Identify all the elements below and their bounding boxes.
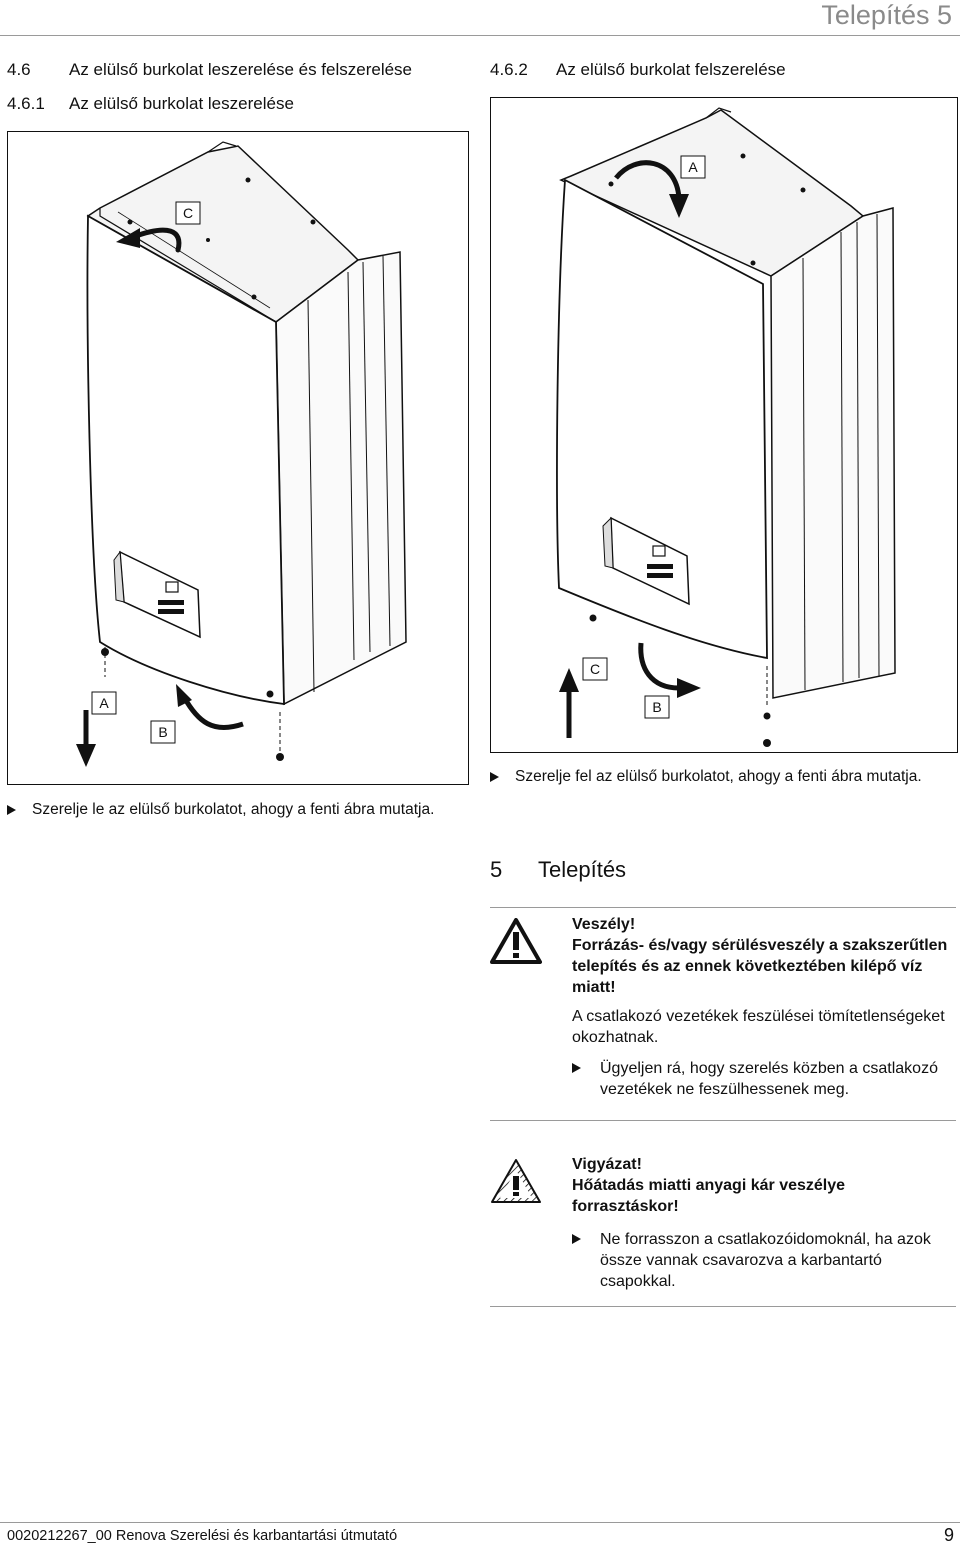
footer-rule bbox=[0, 1522, 960, 1523]
triangle-bullet-icon bbox=[490, 772, 499, 782]
page-number: 9 bbox=[943, 1525, 954, 1545]
heading-4-6-1-number: 4.6.1 bbox=[7, 94, 45, 113]
chapter-header: Telepítés 5 bbox=[821, 0, 952, 30]
section-title-text: Telepítés bbox=[538, 857, 627, 882]
heading-4-6-2-text: Az elülső burkolat felszerelése bbox=[556, 60, 786, 79]
caution-step: Ne forrasszon a csatlakozóidomoknál, ha … bbox=[572, 1229, 956, 1292]
warning-triangle-icon bbox=[490, 918, 542, 964]
figure-casing-removal: C A B bbox=[7, 131, 469, 785]
caution-block: Vigyázat! Hőátadás miatti anyagi kár ves… bbox=[572, 1154, 956, 1292]
label-b: B bbox=[158, 724, 167, 740]
section-number: 5 bbox=[490, 857, 503, 882]
heading-4-6-1-text: Az elülső burkolat leszerelése bbox=[69, 94, 294, 113]
section-title: 5 Telepítés bbox=[490, 857, 626, 883]
danger-block: Veszély! Forrázás- és/vagy sérülésveszél… bbox=[572, 914, 956, 1100]
casing-mounting-drawing: A C B bbox=[556, 107, 896, 747]
instruction-mount-casing-text: Szerelje fel az elülső burkolatot, ahogy… bbox=[515, 768, 922, 785]
label-a: A bbox=[688, 159, 698, 175]
danger-signal-word: Veszély! bbox=[572, 916, 636, 933]
instruction-remove-casing-text: Szerelje le az elülső burkolatot, ahogy … bbox=[32, 801, 435, 818]
casing-removal-drawing: C A B bbox=[76, 141, 407, 767]
danger-rule bbox=[490, 1120, 956, 1121]
figure-casing-mounting: A C B bbox=[490, 97, 958, 753]
caution-step-text: Ne forrasszon a csatlakozóidomoknál, ha … bbox=[600, 1231, 931, 1290]
triangle-bullet-icon bbox=[7, 805, 16, 815]
danger-step: Ügyeljen rá, hogy szerelés közben a csat… bbox=[572, 1058, 956, 1100]
warning-triangle-hatched-icon bbox=[491, 1159, 541, 1203]
heading-4-6-text: Az elülső burkolat leszerelése és felsze… bbox=[69, 60, 413, 79]
heading-4-6: 4.6 Az elülső burkolat leszerelése és fel… bbox=[7, 60, 412, 80]
danger-step-text: Ügyeljen rá, hogy szerelés közben a csat… bbox=[600, 1060, 938, 1098]
danger-title: Forrázás- és/vagy sérülésveszély a szaks… bbox=[572, 937, 948, 996]
heading-4-6-number: 4.6 bbox=[7, 60, 31, 79]
label-a: A bbox=[99, 695, 109, 711]
triangle-bullet-icon bbox=[572, 1063, 581, 1073]
danger-body: A csatlakozó vezetékek feszülései tömíte… bbox=[572, 1008, 945, 1046]
caution-signal-word: Vigyázat! bbox=[572, 1156, 642, 1173]
instruction-remove-casing: Szerelje le az elülső burkolatot, ahogy … bbox=[7, 800, 462, 820]
heading-4-6-1: 4.6.1 Az elülső burkolat leszerelése bbox=[7, 94, 294, 114]
header-rule bbox=[0, 35, 960, 36]
caution-title: Hőátadás miatti anyagi kár veszélye forr… bbox=[572, 1177, 846, 1215]
heading-4-6-2: 4.6.2 Az elülső burkolat felszerelése bbox=[490, 60, 786, 80]
footer-doc-title: 0020212267_00 Renova Szerelési és karban… bbox=[7, 1528, 398, 1544]
label-c: C bbox=[590, 661, 600, 677]
triangle-bullet-icon bbox=[572, 1234, 581, 1244]
label-c: C bbox=[183, 205, 193, 221]
section-rule bbox=[490, 907, 956, 908]
instruction-mount-casing: Szerelje fel az elülső burkolatot, ahogy… bbox=[490, 767, 956, 787]
caution-rule bbox=[490, 1306, 956, 1307]
label-b: B bbox=[652, 699, 661, 715]
heading-4-6-2-number: 4.6.2 bbox=[490, 60, 528, 79]
